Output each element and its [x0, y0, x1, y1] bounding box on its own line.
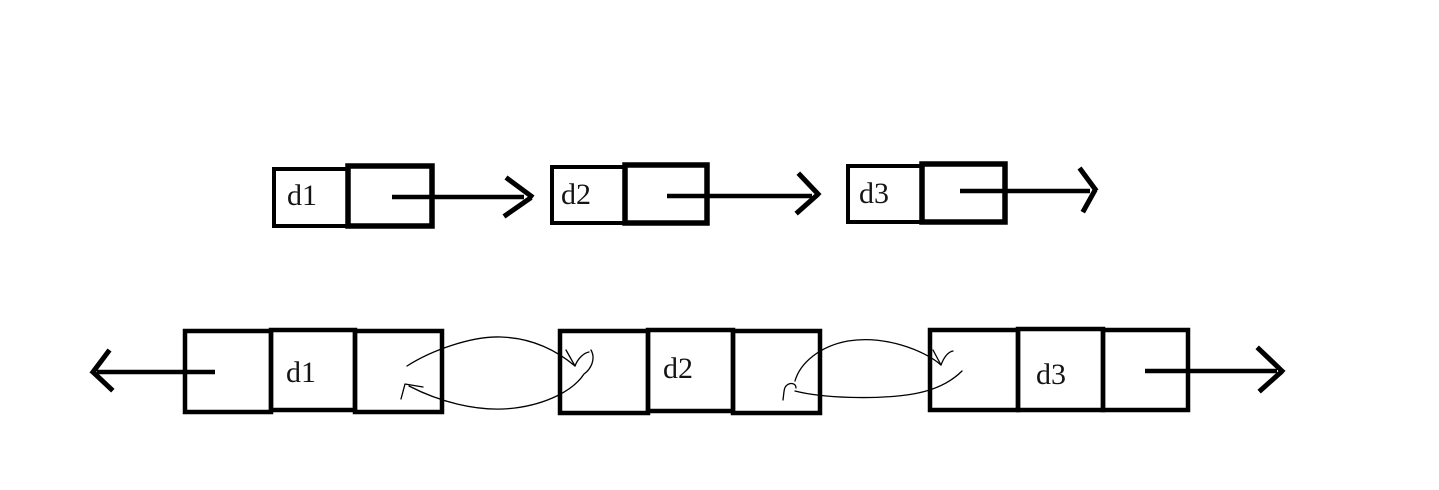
arrowhead-icon: [565, 349, 590, 367]
singly-linked-list: d1 d2 d3: [272, 161, 1099, 229]
node-label: d1: [287, 179, 317, 212]
arrowhead-icon: [1077, 166, 1099, 214]
prev-curved-arrow-2: [782, 370, 963, 401]
arrowhead-icon: [502, 175, 535, 219]
curve-path: [794, 370, 963, 399]
singly-node-2: d2: [550, 162, 710, 226]
arrowhead-icon: [1255, 345, 1286, 394]
doubly-node-3: d3: [927, 326, 1191, 413]
next-pointer-arrow-3: [960, 166, 1099, 214]
curve-path: [794, 339, 942, 382]
arrowhead-icon: [89, 348, 115, 393]
next-curved-arrow-2: [794, 339, 954, 382]
node-label: d2: [663, 352, 693, 385]
arrowhead-icon: [782, 382, 797, 401]
prev-pointer-cell: [557, 328, 651, 416]
node-label: d3: [859, 177, 889, 210]
arrowhead-icon: [932, 349, 954, 366]
node-label: d1: [286, 356, 316, 389]
arrowhead-icon: [794, 171, 822, 216]
prev-curved-arrow-1: [400, 349, 594, 410]
next-curved-arrow-1: [406, 336, 590, 367]
head-prev-arrow: [89, 348, 215, 393]
doubly-node-1: d1: [182, 327, 445, 415]
node-label: d3: [1036, 358, 1066, 391]
next-pointer-arrow-1: [392, 175, 535, 219]
doubly-node-2: d2: [557, 327, 823, 416]
next-pointer-arrow-2: [667, 171, 822, 216]
tail-next-arrow: [1145, 345, 1286, 394]
curve-path: [406, 336, 576, 367]
next-pointer-cell: [352, 328, 445, 415]
next-pointer-cell: [730, 328, 823, 416]
node-label: d2: [561, 178, 591, 211]
arrowhead-icon: [400, 383, 424, 400]
singly-node-3: d3: [846, 161, 1008, 225]
curve-path: [408, 349, 594, 410]
doubly-linked-list: d1 d2 d3: [89, 326, 1286, 416]
prev-pointer-cell: [927, 327, 1021, 413]
